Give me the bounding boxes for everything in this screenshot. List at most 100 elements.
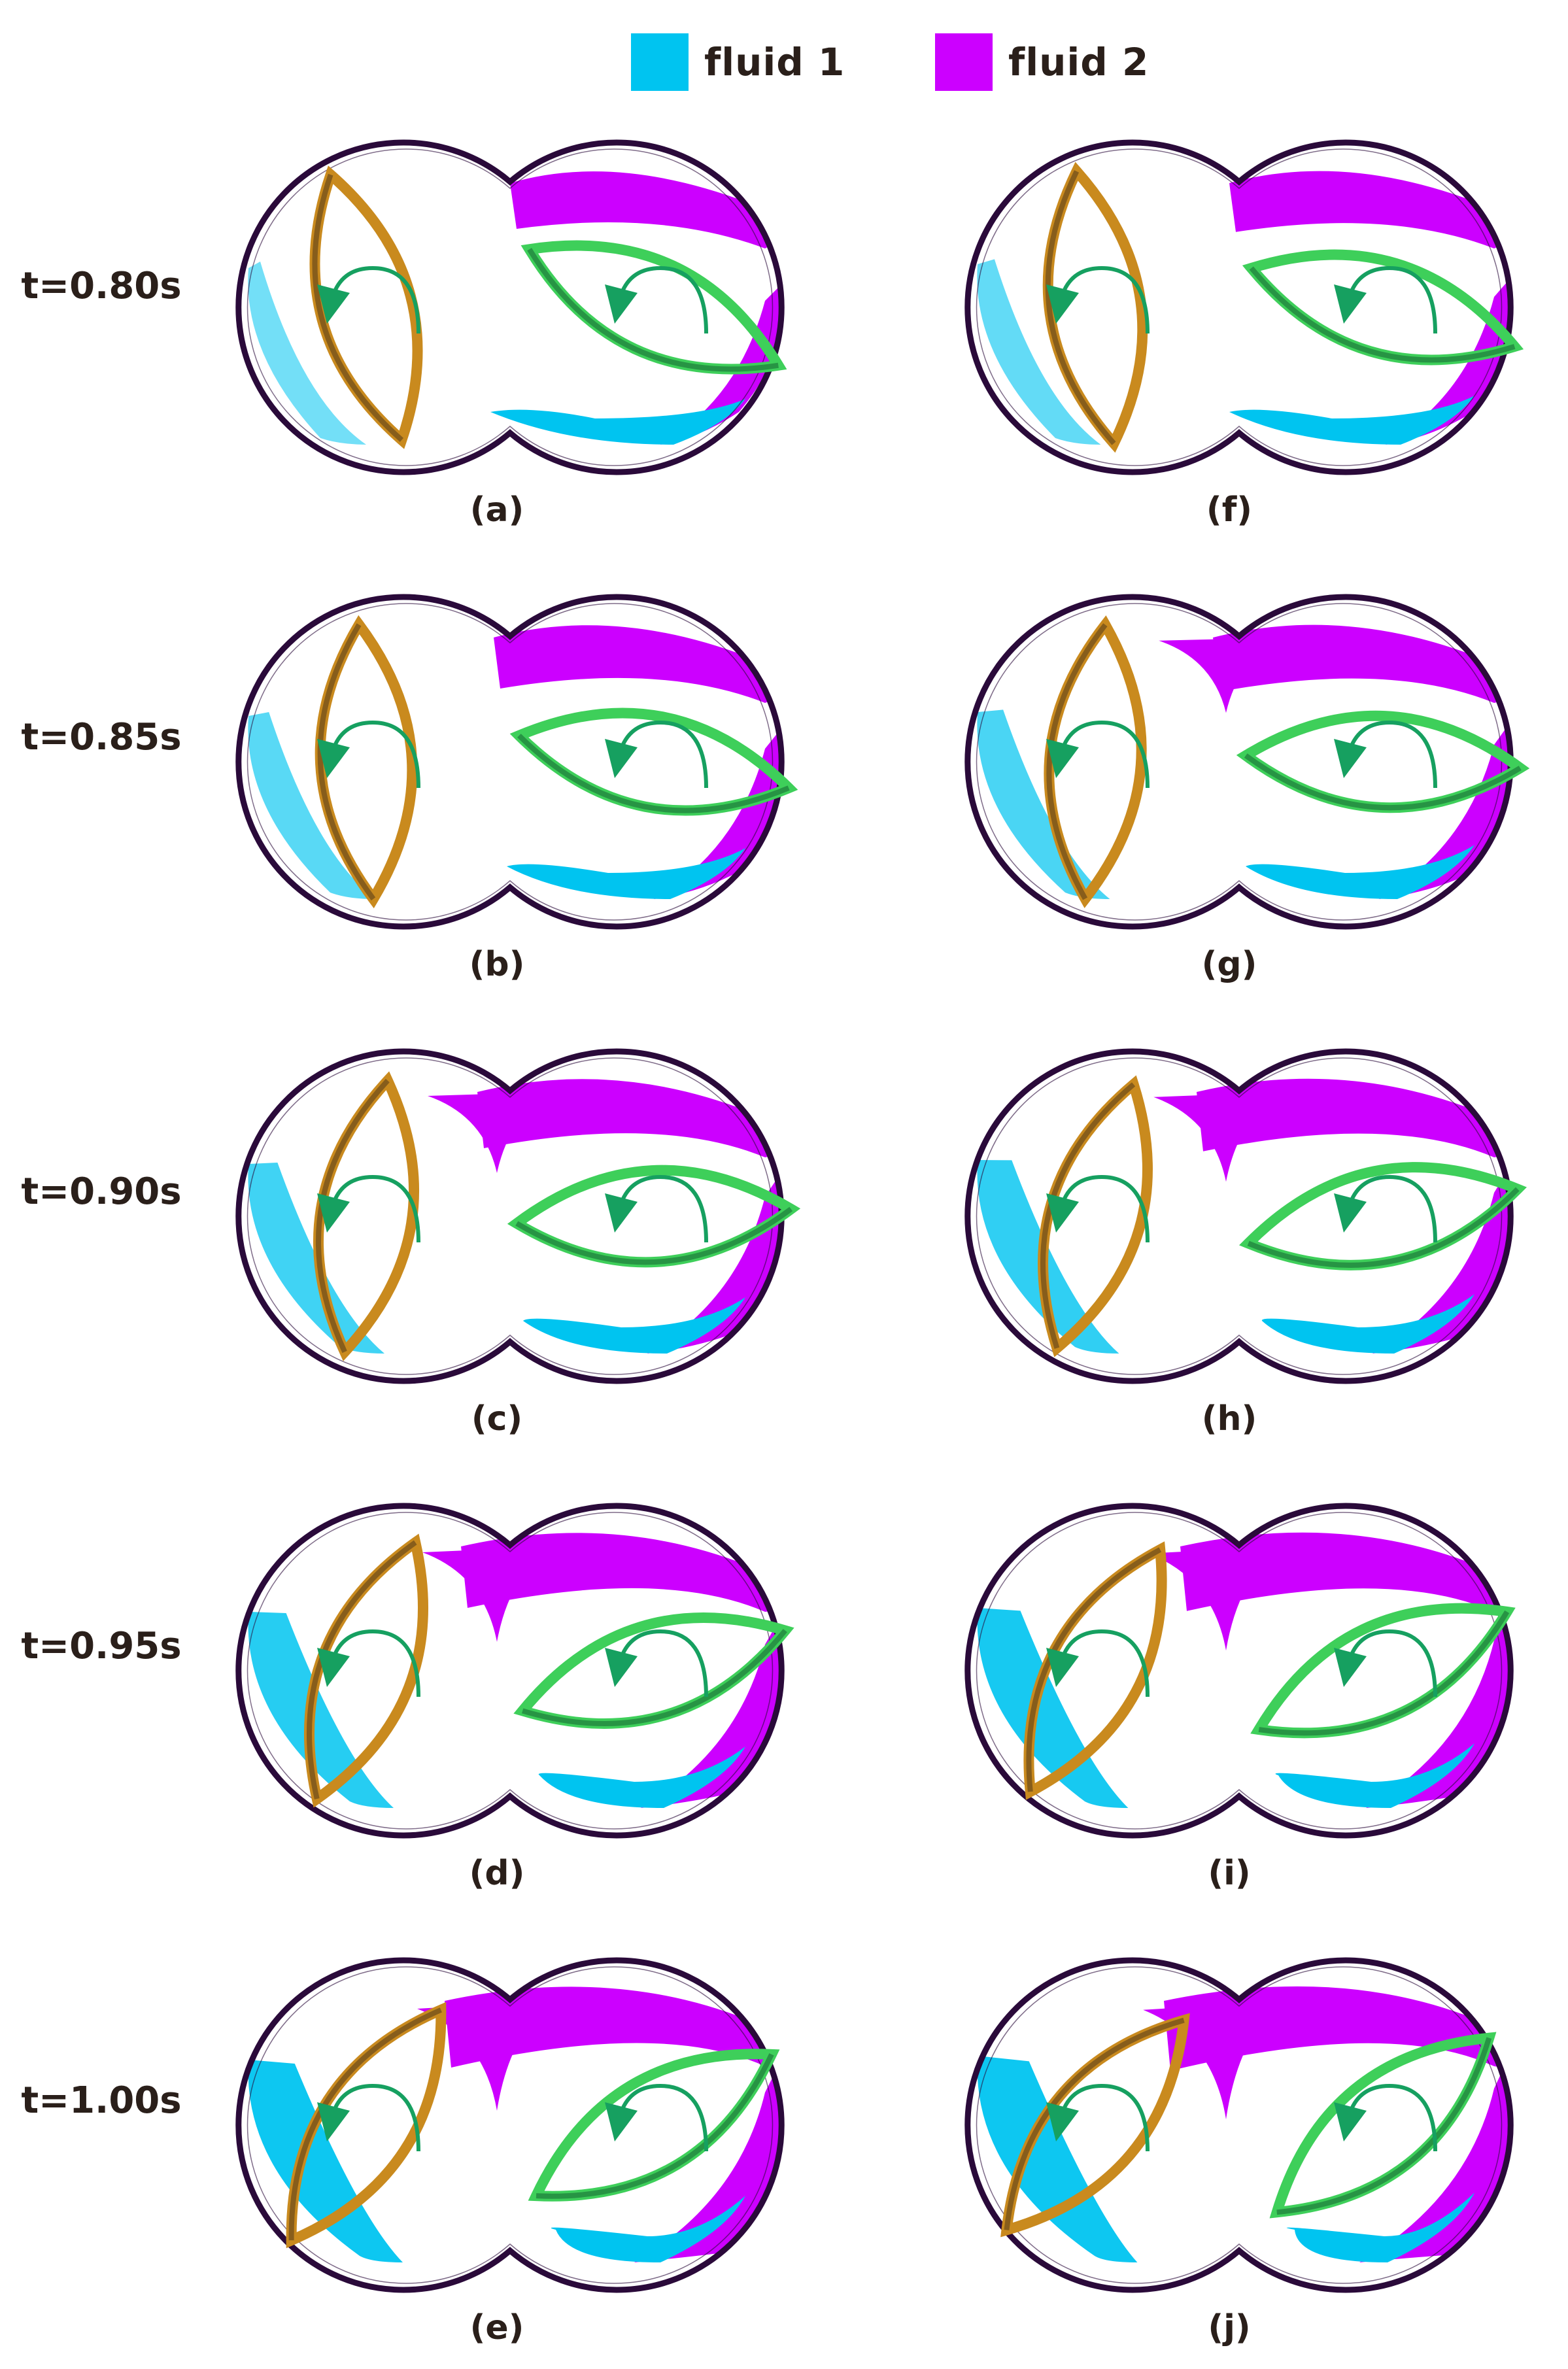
- fluid1-lower-band: [538, 1747, 745, 1808]
- right-rotor: [513, 1612, 794, 1730]
- fluid-regions: [248, 1986, 780, 2262]
- casing-inner-line: [247, 603, 774, 921]
- panel-label-d: (d): [469, 1854, 525, 1893]
- fluid2-right-band: [1372, 1171, 1509, 1354]
- screw-chamber-diagram: [964, 139, 1524, 475]
- fluid1-lower-band: [1261, 1294, 1474, 1354]
- fluid1-label: fluid 1: [704, 40, 845, 84]
- fluid1-lower-band: [490, 399, 745, 445]
- time-label-2: t=0.85s: [21, 716, 182, 758]
- fluid2-neck-plume: [422, 1546, 556, 1642]
- right-rotor: [1250, 1603, 1516, 1739]
- fluid2-swatch: [935, 33, 993, 91]
- casing-outline: [964, 1957, 1514, 2293]
- left-rotor: [1044, 615, 1147, 908]
- legend-item-fluid2: fluid 2: [935, 33, 1149, 92]
- casing-inner-line: [976, 148, 1503, 466]
- panel-d: [203, 1501, 817, 1841]
- fluid1-left-band: [248, 262, 366, 445]
- panel-j: [932, 1955, 1546, 2295]
- right-arrow-head: [605, 1193, 638, 1233]
- casing-outline: [235, 139, 785, 475]
- panel-label-j: (j): [1208, 2308, 1251, 2347]
- fluid1-left-band: [248, 1612, 394, 1808]
- panel-f: [932, 137, 1546, 477]
- fluid2-label: fluid 2: [1008, 40, 1150, 84]
- left-rotor: [1042, 162, 1148, 453]
- fluid2-neck-plume: [1153, 1092, 1285, 1182]
- fluid-regions: [248, 625, 780, 899]
- panel-label-g: (g): [1201, 945, 1257, 984]
- right-arrow-head: [1334, 1193, 1367, 1233]
- left-arrow-head: [317, 284, 350, 324]
- casing-outline: [235, 594, 785, 930]
- time-label-5: t=1.00s: [21, 2079, 182, 2122]
- casing-outline: [235, 1957, 785, 2293]
- right-rotor: [528, 2049, 780, 2202]
- casing-outline: [964, 1048, 1514, 1384]
- screw-chamber-diagram: [964, 1503, 1516, 1839]
- fluid2-right-band: [647, 1177, 780, 1354]
- right-rotation-arrow: [1348, 265, 1437, 334]
- casing-inner-line: [976, 1512, 1503, 1830]
- left-arrow-head: [1046, 739, 1079, 778]
- left-arrow-head: [1046, 1648, 1079, 1687]
- fluid2-upper-band: [510, 171, 778, 248]
- panel-a: [203, 137, 817, 477]
- screw-chamber-diagram: [235, 594, 798, 930]
- legend: fluid 1 fluid 2: [0, 26, 1568, 98]
- casing-inner-line: [247, 1057, 774, 1375]
- time-label-3: t=0.90s: [21, 1170, 182, 1213]
- right-rotor: [1238, 1162, 1527, 1270]
- casing-outline: [235, 1048, 785, 1384]
- left-arrow-head: [1046, 1193, 1079, 1233]
- left-rotation-arrow: [1061, 1629, 1150, 1697]
- fluid2-right-band: [641, 1622, 780, 1808]
- casing-outline: [964, 139, 1514, 475]
- casing-outline: [964, 594, 1514, 930]
- fluid1-lower-band: [551, 2196, 745, 2262]
- casing-inner-line: [976, 603, 1503, 921]
- fluid2-neck-plume: [417, 2001, 556, 2111]
- fluid-regions: [977, 1986, 1509, 2262]
- fluid1-left-band: [977, 2056, 1138, 2262]
- panel-h: [932, 1046, 1546, 1386]
- right-rotation-arrow: [619, 265, 708, 334]
- fluid1-left-band: [977, 1608, 1129, 1808]
- panel-label-c: (c): [471, 1399, 523, 1439]
- screw-chamber-diagram: [235, 1048, 801, 1384]
- legend-item-fluid1: fluid 1: [631, 33, 845, 92]
- left-rotation-arrow: [332, 265, 420, 334]
- fluid1-left-band: [248, 712, 375, 899]
- left-rotor: [1023, 1541, 1167, 1800]
- fluid2-upper-band: [477, 1079, 778, 1157]
- casing-inner-line: [976, 1057, 1503, 1375]
- fluid1-lower-band: [1275, 1743, 1474, 1808]
- screw-chamber-diagram: [235, 1503, 794, 1839]
- fluid2-right-band: [1359, 2060, 1509, 2262]
- right-arrow-head: [605, 739, 638, 778]
- left-rotor: [315, 615, 418, 909]
- casing-inner-line: [976, 1966, 1503, 2284]
- right-rotation-arrow: [619, 720, 708, 789]
- panel-b: [203, 592, 817, 932]
- panel-label-a: (a): [469, 490, 524, 530]
- right-arrow-head: [1334, 1648, 1367, 1687]
- fluid2-neck-plume: [1143, 2001, 1285, 2120]
- fluid2-neck-plume: [1159, 638, 1285, 713]
- fluid2-upper-band: [1213, 624, 1507, 703]
- left-rotor: [309, 165, 423, 449]
- fluid1-left-band: [977, 709, 1110, 899]
- right-rotor: [507, 1165, 801, 1268]
- casing-outline: [235, 1503, 785, 1839]
- left-rotor: [1038, 1075, 1153, 1357]
- panel-label-e: (e): [469, 2308, 524, 2347]
- panel-g: [932, 592, 1546, 932]
- right-arrow-head: [605, 1648, 638, 1687]
- right-rotation-arrow: [1348, 1629, 1437, 1697]
- left-rotation-arrow: [332, 2083, 420, 2152]
- right-rotation-arrow: [1348, 1174, 1437, 1243]
- fluid1-lower-band: [1246, 845, 1474, 899]
- right-arrow-head: [1334, 284, 1367, 324]
- right-arrow-head: [605, 284, 638, 324]
